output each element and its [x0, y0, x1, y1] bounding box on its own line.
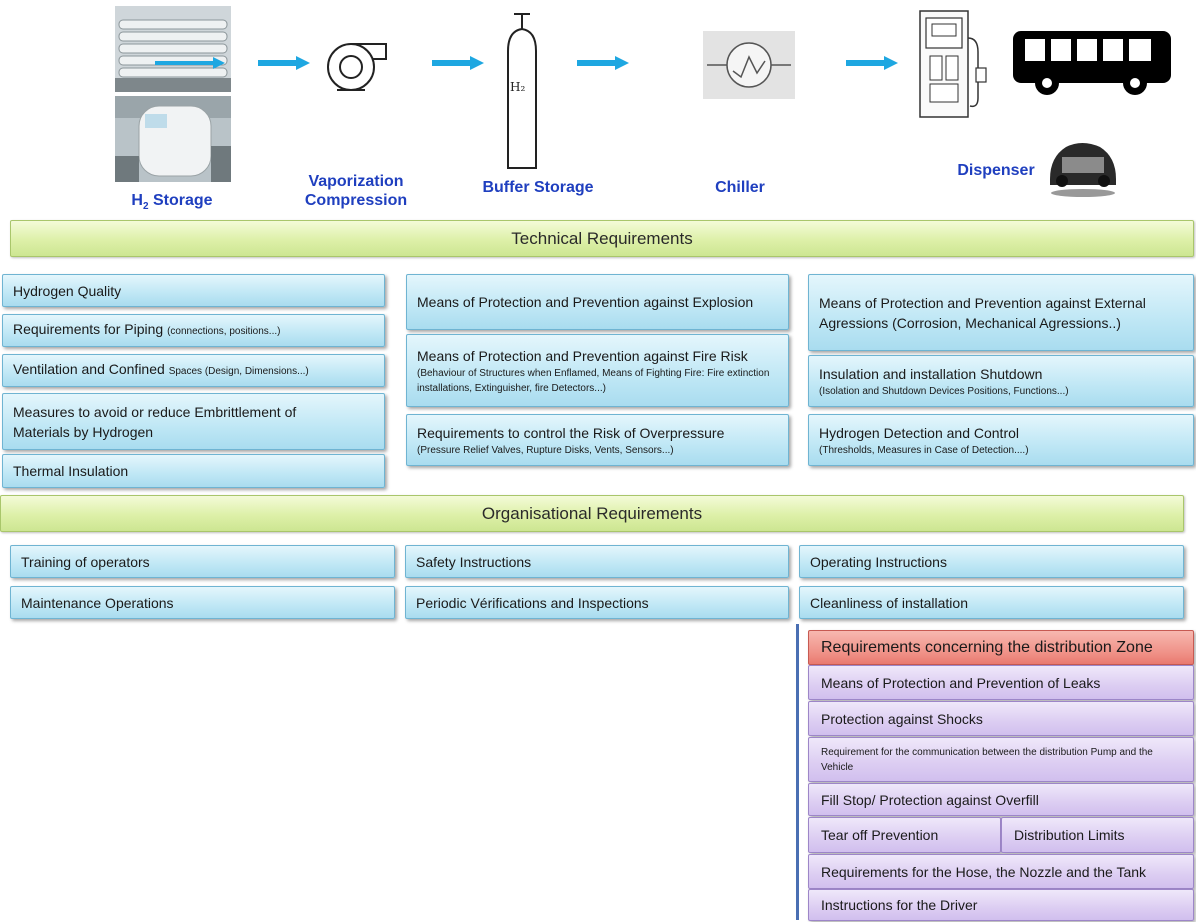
- dist-tearoff-text: Tear off Prevention: [821, 827, 939, 843]
- dist-driver-text: Instructions for the Driver: [821, 897, 978, 913]
- flow-arrow-4: [846, 56, 898, 70]
- org-training-box: Training of operators: [10, 545, 395, 578]
- ventilation-detail: Spaces (Design, Dimensions...): [168, 366, 309, 377]
- org-maintenance-box: Maintenance Operations: [10, 586, 395, 619]
- org-safety-text: Safety Instructions: [416, 553, 532, 570]
- piping-text: Requirements for Piping: [13, 321, 168, 337]
- distribution-zone-title: Requirements concerning the distribution…: [821, 638, 1153, 656]
- hydrogen-detection-box: Hydrogen Detection and Control (Threshol…: [808, 414, 1194, 466]
- distribution-bracket-line: [796, 624, 799, 920]
- hydrogen-quality-text: Hydrogen Quality: [13, 282, 122, 299]
- org-operating-text: Operating Instructions: [810, 553, 947, 570]
- org-maintenance-text: Maintenance Operations: [21, 594, 174, 611]
- dispenser-label: Dispenser: [957, 162, 1035, 179]
- storage-tanks-photo: [115, 6, 231, 92]
- dist-communication-box: Requirement for the communication betwee…: [808, 737, 1194, 782]
- technical-requirements-band: Technical Requirements: [10, 220, 1194, 257]
- org-cleanliness-text: Cleanliness of installation: [810, 594, 968, 611]
- liquid-storage-photo: [115, 96, 231, 182]
- dist-hose-box: Requirements for the Hose, the Nozzle an…: [808, 854, 1194, 889]
- org-verifications-text: Periodic Vérifications and Inspections: [416, 594, 649, 611]
- car-icon: [1050, 143, 1116, 197]
- dist-tearoff-box: Tear off Prevention: [808, 817, 1001, 853]
- explosion-text: Means of Protection and Prevention again…: [417, 294, 754, 310]
- embrittlement-text: Measures to avoid or reduce Embrittlemen…: [13, 403, 297, 440]
- overpressure-text: Requirements to control the Risk of Over…: [417, 424, 725, 441]
- org-cleanliness-box: Cleanliness of installation: [799, 586, 1184, 619]
- technical-requirements-title: Technical Requirements: [511, 228, 693, 248]
- shutdown-detail: (Isolation and Shutdown Devices Position…: [819, 385, 1069, 397]
- dist-limits-box: Distribution Limits: [1001, 817, 1194, 853]
- vaporization-label: Vaporization Compression: [296, 172, 416, 210]
- thermal-insulation-text: Thermal Insulation: [13, 463, 129, 479]
- dist-fillstop-text: Fill Stop/ Protection against Overfill: [821, 791, 1039, 808]
- h2-storage-label-sub: 2: [142, 201, 149, 213]
- org-safety-box: Safety Instructions: [405, 545, 789, 578]
- h2-storage-label-rest: Storage: [148, 192, 213, 209]
- fuel-dispenser-icon: [919, 10, 987, 118]
- piping-box: Requirements for Piping (connections, po…: [2, 314, 385, 347]
- dist-shocks-text: Protection against Shocks: [821, 710, 983, 727]
- fire-risk-detail: (Behaviour of Structures when Enflamed, …: [417, 367, 770, 394]
- fire-risk-text: Means of Protection and Prevention again…: [417, 347, 748, 364]
- chiller-icon: [703, 31, 795, 99]
- flow-arrow-3: [577, 56, 629, 70]
- vaporization-label-line1: Vaporization: [308, 173, 404, 190]
- external-agressions-box: Means of Protection and Prevention again…: [808, 274, 1194, 351]
- hydrogen-quality-box: Hydrogen Quality: [2, 274, 385, 307]
- org-training-text: Training of operators: [21, 553, 150, 570]
- shutdown-box: Insulation and installation Shutdown (Is…: [808, 355, 1194, 407]
- chiller-label: Chiller: [715, 179, 765, 196]
- compressor-icon: [327, 43, 387, 91]
- ventilation-box: Ventilation and Confined Spaces (Design,…: [2, 354, 385, 387]
- fire-risk-box: Means of Protection and Prevention again…: [406, 334, 789, 407]
- cylinder-h2-text: H₂: [510, 80, 526, 94]
- buffer-storage-label: Buffer Storage: [482, 179, 594, 196]
- overpressure-box: Requirements to control the Risk of Over…: [406, 414, 789, 466]
- embrittlement-box: Measures to avoid or reduce Embrittlemen…: [2, 393, 385, 450]
- org-operating-box: Operating Instructions: [799, 545, 1184, 578]
- bus-icon: [1013, 31, 1171, 95]
- h2-storage-label-main: H: [131, 192, 143, 209]
- liquid-tank-image: [115, 96, 231, 182]
- explosion-box: Means of Protection and Prevention again…: [406, 274, 789, 330]
- flow-arrow-1: [258, 56, 310, 70]
- piping-detail: (connections, positions...): [167, 326, 281, 337]
- dist-communication-text: Requirement for the communication betwee…: [821, 746, 1153, 773]
- gas-cylinder-icon: [507, 13, 537, 169]
- shutdown-text: Insulation and installation Shutdown: [819, 365, 1043, 382]
- hydrogen-detection-text: Hydrogen Detection and Control: [819, 424, 1020, 441]
- distribution-zone-title-box: Requirements concerning the distribution…: [808, 630, 1194, 665]
- dist-driver-box: Instructions for the Driver: [808, 889, 1194, 921]
- dist-hose-text: Requirements for the Hose, the Nozzle an…: [821, 863, 1147, 880]
- dist-shocks-box: Protection against Shocks: [808, 701, 1194, 736]
- dist-limits-text: Distribution Limits: [1014, 827, 1125, 843]
- thermal-insulation-box: Thermal Insulation: [2, 454, 385, 488]
- dist-fillstop-box: Fill Stop/ Protection against Overfill: [808, 783, 1194, 816]
- organisational-requirements-band: Organisational Requirements: [0, 495, 1184, 532]
- vaporization-label-line2: Compression: [304, 192, 408, 209]
- dist-leaks-text: Means of Protection and Prevention of Le…: [821, 674, 1101, 691]
- ventilation-line: Ventilation and Confined Spaces (Design,…: [13, 359, 374, 382]
- tube-trailer-image: [115, 6, 231, 92]
- hydrogen-detection-detail: (Thresholds, Measures in Case of Detecti…: [819, 444, 1029, 456]
- flow-arrow-2: [432, 56, 484, 70]
- h2-storage-label: H2 Storage: [118, 191, 226, 216]
- ventilation-text: Ventilation and Confined: [13, 361, 169, 377]
- org-verifications-box: Periodic Vérifications and Inspections: [405, 586, 789, 619]
- dist-leaks-box: Means of Protection and Prevention of Le…: [808, 665, 1194, 700]
- organisational-requirements-title: Organisational Requirements: [481, 503, 703, 523]
- external-agressions-text: Means of Protection and Prevention again…: [819, 294, 1146, 331]
- piping-line: Requirements for Piping (connections, po…: [13, 319, 374, 342]
- overpressure-detail: (Pressure Relief Valves, Rupture Disks, …: [417, 444, 674, 456]
